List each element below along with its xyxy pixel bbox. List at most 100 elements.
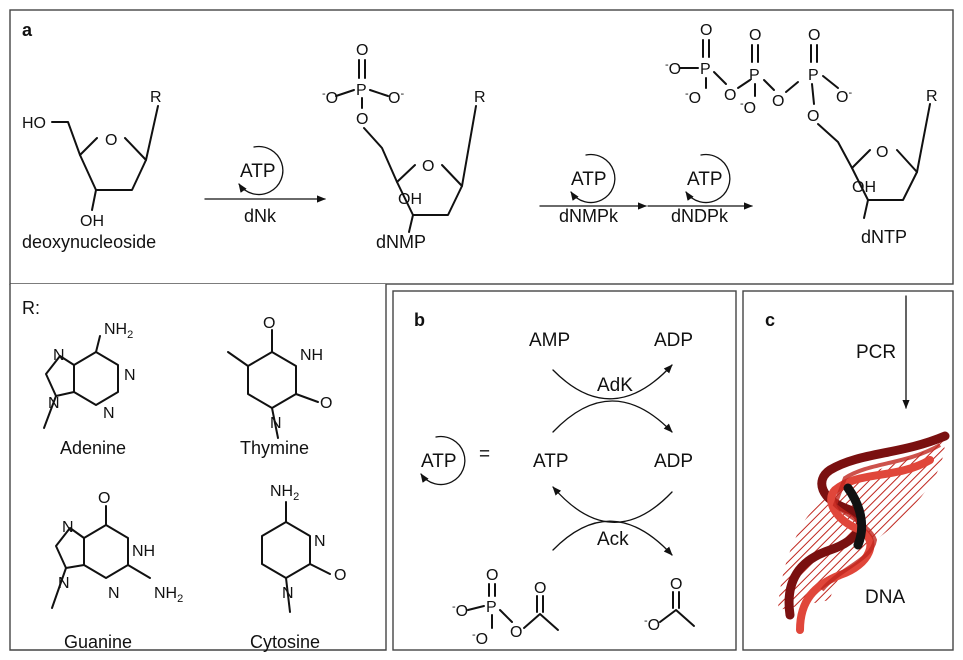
r-label-3: R xyxy=(926,88,938,105)
pb-oxygen-bottom: -O xyxy=(740,98,756,117)
equals-sign: = xyxy=(479,444,490,465)
r-label-2: R xyxy=(474,89,486,106)
enzyme-ack: Ack xyxy=(597,529,629,550)
base-guanine: Guanine xyxy=(64,632,132,652)
panel-a-frame xyxy=(9,9,954,285)
guanine-o6: O xyxy=(98,490,110,507)
ester-oxygen: O xyxy=(356,111,368,128)
atp-label-b: ATP xyxy=(421,451,457,472)
panel-a: a HO O R OH deoxynucleoside ATP dNk O P … xyxy=(9,9,954,285)
dna-label: DNA xyxy=(865,587,905,608)
acp-o-left: -O xyxy=(452,601,468,620)
pg-oxygen-right: O- xyxy=(836,87,852,106)
ester-oxygen-2: O xyxy=(807,108,819,125)
adk-arrow-top xyxy=(552,364,673,400)
ring-oxygen-2: O xyxy=(422,158,434,175)
phosphorus-1: P xyxy=(356,82,367,99)
phosphorus-beta: P xyxy=(749,67,760,84)
r-label: R xyxy=(150,89,162,106)
adk-arrow-bottom xyxy=(552,400,673,433)
phosphorus-alpha: P xyxy=(700,61,711,78)
base-cytosine: Cytosine xyxy=(250,632,320,652)
enzyme-dnk: dNk xyxy=(244,206,277,226)
oh-label-2: OH xyxy=(398,191,422,208)
panel-c: c PCR DNA xyxy=(742,290,954,651)
acp-o-bottom: -O xyxy=(472,629,488,648)
guanine-nh: NH xyxy=(132,543,155,560)
acetate-structure: -O O xyxy=(644,576,695,634)
bases-panel: R: NH2 N N N N Adenine O NH O N Thymine xyxy=(9,284,387,652)
cytosine-n1: N xyxy=(282,585,294,602)
acp-o-bridge: O xyxy=(510,624,522,641)
adenine-structure: NH2 N N N N xyxy=(43,321,136,429)
pa-oxygen-left: -O xyxy=(665,59,681,78)
p-oxygen-left: -O xyxy=(322,88,338,107)
amp-label: AMP xyxy=(529,330,570,351)
acetate-o-carbonyl: O xyxy=(670,576,682,593)
panel-c-letter: c xyxy=(765,310,775,330)
species-dntp: dNTP xyxy=(861,227,907,247)
phosphorus-gamma: P xyxy=(808,67,819,84)
acetyl-phosphate-structure: O P -O -O O O xyxy=(452,567,559,648)
pa-oxygen-top: O xyxy=(700,22,712,39)
bridge-oxygen-1: O xyxy=(724,87,736,104)
ho-label: HO xyxy=(22,115,46,132)
acetate-o-minus: -O xyxy=(644,615,660,634)
cytosine-nh2: NH2 xyxy=(270,483,299,503)
dntp-structure: O P -O -O O O P -O O O P xyxy=(665,22,938,219)
guanine-nh2: NH2 xyxy=(154,585,183,605)
thymine-nh: NH xyxy=(300,347,323,364)
thymine-o2: O xyxy=(320,395,332,412)
pg-oxygen-top: O xyxy=(808,27,820,44)
r-list-label: R: xyxy=(22,298,40,318)
cytosine-n3: N xyxy=(314,533,326,550)
thymine-structure: O NH O N xyxy=(227,315,332,439)
adp-mid-label: ADP xyxy=(654,451,693,472)
adenine-nh2: NH2 xyxy=(104,321,133,341)
ring-oxygen: O xyxy=(105,132,117,149)
base-adenine: Adenine xyxy=(60,438,126,458)
adenine-n9: N xyxy=(48,395,60,412)
panel-b-letter: b xyxy=(414,310,425,330)
acp-o-top: O xyxy=(486,567,498,584)
acp-p: P xyxy=(486,599,497,616)
ack-arrow-bottom xyxy=(552,520,673,556)
panel-b-frame xyxy=(392,290,737,651)
enzyme-adk: AdK xyxy=(597,375,633,396)
adenine-n3: N xyxy=(103,405,115,422)
dnmp-structure: O P -O O- O O R OH xyxy=(322,42,486,233)
p-oxygen-top: O xyxy=(356,42,368,59)
species-deoxynucleoside: deoxynucleoside xyxy=(22,232,156,252)
species-dnmp: dNMP xyxy=(376,232,426,252)
thymine-n1: N xyxy=(270,415,282,432)
pcr-label: PCR xyxy=(856,342,896,363)
deoxynucleoside-structure: HO O R OH xyxy=(22,89,162,230)
cytosine-structure: NH2 N O N xyxy=(261,483,346,613)
ack-arrow-top xyxy=(552,486,673,523)
atp-label-1: ATP xyxy=(240,161,276,182)
panel-a-letter: a xyxy=(22,20,33,40)
atp-mid-label: ATP xyxy=(533,451,569,472)
bridge-oxygen-2: O xyxy=(772,93,784,110)
enzyme-dnmpk: dNMPk xyxy=(559,206,619,226)
adenine-n1: N xyxy=(124,367,136,384)
adenine-n7: N xyxy=(53,347,65,364)
ring-oxygen-3: O xyxy=(876,144,888,161)
atp-label-2: ATP xyxy=(571,169,607,190)
enzyme-dndpk: dNDPk xyxy=(671,206,729,226)
guanine-n7: N xyxy=(62,519,74,536)
pb-oxygen-top: O xyxy=(749,27,761,44)
acp-o-carbonyl: O xyxy=(534,580,546,597)
p-oxygen-right: O- xyxy=(388,88,404,107)
base-thymine: Thymine xyxy=(240,438,309,458)
bases-frame xyxy=(9,284,387,651)
thymine-o4: O xyxy=(263,315,275,332)
panel-b: b ATP = AMP ADP ATP ADP AdK Ack O P -O -… xyxy=(392,290,737,651)
pa-oxygen-bottom: -O xyxy=(685,88,701,107)
dna-helix xyxy=(778,431,950,634)
oh-label-3: OH xyxy=(852,179,876,196)
oh-label: OH xyxy=(80,213,104,230)
guanine-structure: O N NH N N NH2 xyxy=(51,490,183,609)
atp-label-3: ATP xyxy=(687,169,723,190)
